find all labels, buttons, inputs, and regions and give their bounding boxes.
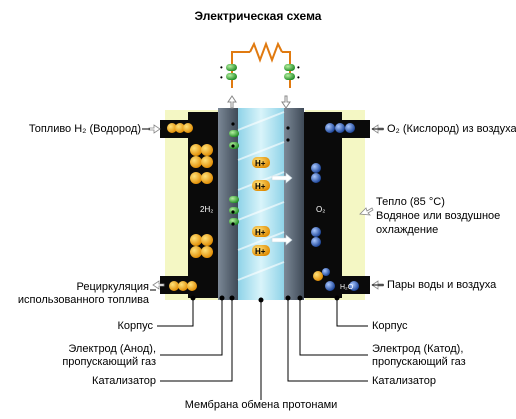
catalyst-right-label: Катализатор (372, 375, 436, 387)
catalyst-left-label: Катализатор (92, 375, 156, 387)
h2-chamber-label: 2H₂ (200, 205, 213, 214)
casing-left-label: Корпус (117, 320, 153, 332)
heat-label-line1: Тепло (85 °C) (376, 196, 445, 208)
membrane-label: Мембрана обмена протонами (184, 399, 338, 411)
h2o-label: H₂O (340, 284, 354, 291)
heat-label-line2: Водяное или воздушное (376, 210, 501, 222)
proton-label: H+ (255, 159, 266, 168)
circuit-electrons: • • • • (220, 63, 300, 82)
svg-text:•: • (297, 63, 300, 72)
diagram-title: Электрическая схема (194, 9, 322, 23)
oxygen-inlet-label: O₂ (Кислород) из воздуха (387, 123, 516, 135)
heat-label-line3: охлаждение (376, 224, 439, 236)
recirc-label-line1: Рециркуляция (76, 281, 149, 293)
fuel-inlet-arrow-icon (148, 124, 161, 134)
cathode-label-line2: пропускающий газ (372, 356, 466, 368)
proton-label: H+ (255, 182, 266, 191)
electron-up-arrow-icon (227, 95, 237, 109)
heat-arrow-icon (359, 207, 374, 216)
oxygen-molecules (311, 123, 359, 291)
protons (252, 157, 270, 256)
water-molecules (313, 268, 330, 281)
anode-label-line2: пропускающий газ (62, 356, 156, 368)
hydrogen-molecules (167, 123, 213, 291)
resistor-icon (249, 41, 283, 63)
recirc-arrow-icon (152, 280, 165, 290)
cathode-electrode (284, 108, 304, 300)
anode-electrode (218, 108, 238, 300)
external-circuit (231, 41, 291, 88)
fuel-inlet-label: Топливо H₂ (Водород) (28, 123, 141, 135)
leader-lines (142, 128, 384, 400)
proton-label: H+ (255, 228, 266, 237)
casing-right-label: Корпус (372, 320, 408, 332)
exhaust-label: Пары воды и воздуха (387, 279, 497, 291)
membrane-hatching (237, 111, 285, 281)
o2-chamber-label: O₂ (316, 205, 325, 214)
svg-text:•: • (220, 63, 223, 72)
svg-text:•: • (297, 73, 300, 82)
proton-label: H+ (255, 247, 266, 256)
electron-down-arrow-icon (281, 95, 291, 109)
recirc-label-line2: использованного топлива (17, 294, 149, 306)
leader-dots (190, 122, 340, 303)
proton-flow-arrows (271, 172, 293, 246)
cathode-chamber (302, 112, 342, 298)
svg-text:•: • (220, 73, 223, 82)
anode-label-line1: Электрод (Анод), (68, 343, 156, 355)
cathode-label-line1: Электрод (Катод), (372, 343, 464, 355)
